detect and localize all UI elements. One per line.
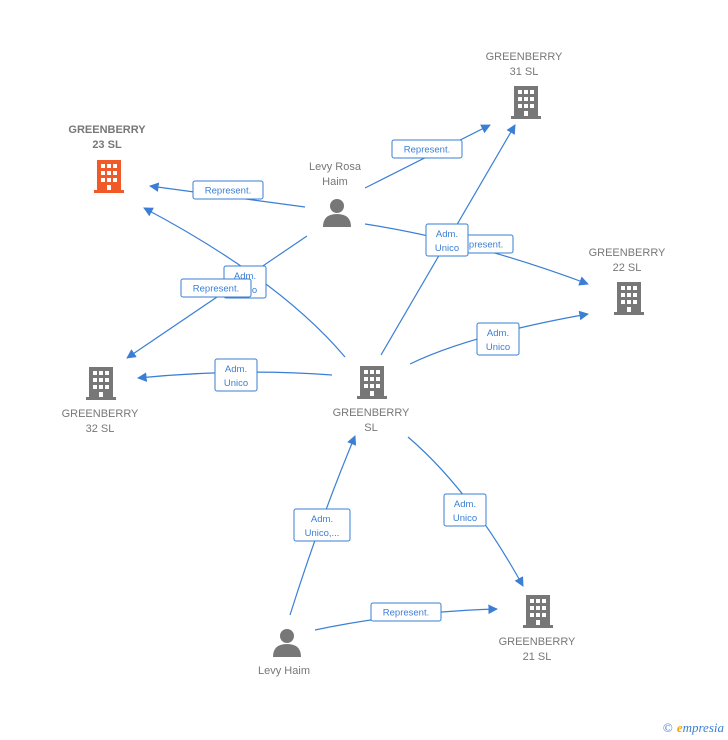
edge-label-text: Adm.	[454, 499, 476, 510]
building-icon	[94, 160, 124, 193]
edge-label-text: Unico	[486, 342, 510, 353]
node-label: GREENBERRY	[499, 636, 576, 648]
copyright-icon: ©	[662, 720, 673, 735]
node-label: SL	[364, 422, 377, 434]
edge-label-rosa-gb23[interactable]: Represent.	[192, 180, 264, 200]
edge-rosa-gb22	[364, 223, 589, 286]
person-icon	[323, 199, 351, 227]
edge-label-text: Represent.	[383, 608, 429, 619]
edge-label-text: Adm.	[311, 514, 333, 525]
node-label: Levy Haim	[258, 665, 310, 677]
node-greenberry-32[interactable]: GREENBERRY 32 SL	[62, 367, 139, 435]
building-icon	[86, 367, 116, 400]
node-label: Haim	[322, 176, 348, 188]
brand-name: mpresia	[682, 720, 724, 735]
edge-label-rosa-gb32[interactable]: Represent.	[180, 278, 252, 298]
brand-initial: e	[676, 720, 683, 735]
node-label: 21 SL	[523, 651, 552, 663]
edge-label-gbsl-gb32[interactable]: Adm. Unico	[214, 358, 258, 392]
edge-label-text: Adm.	[487, 328, 509, 339]
node-label: Levy Rosa	[309, 161, 362, 173]
node-label: GREENBERRY	[486, 51, 563, 63]
edge-label-haim-gbsl[interactable]: Adm. Unico,...	[293, 508, 351, 542]
edge-label-text: Unico	[435, 243, 459, 254]
node-label: GREENBERRY	[62, 408, 139, 420]
edge-label-text: Adm.	[225, 364, 247, 375]
node-label: GREENBERRY	[589, 247, 666, 259]
edge-label-text: Represent.	[404, 145, 450, 156]
node-greenberry-31[interactable]: GREENBERRY 31 SL	[486, 51, 563, 119]
node-greenberry-22[interactable]: GREENBERRY 22 SL	[589, 247, 666, 315]
edge-label-gbsl-gb21[interactable]: Adm. Unico	[443, 493, 487, 527]
edge-label-text: Represent.	[193, 284, 239, 295]
node-greenberry-23[interactable]: GREENBERRY 23 SL	[68, 124, 146, 193]
edge-label-gbsl-gb31[interactable]: Adm. Unico	[425, 223, 469, 257]
edge-label-text: Unico,...	[305, 528, 340, 539]
edge-label-text: Represent.	[205, 186, 251, 197]
edge-label-text: Adm.	[436, 229, 458, 240]
node-levy-rosa-haim[interactable]: Levy Rosa Haim	[309, 161, 362, 227]
empresia-watermark: ©empresia	[663, 720, 724, 736]
node-label: 23 SL	[92, 139, 122, 151]
node-label: 32 SL	[86, 423, 115, 435]
node-label: GREENBERRY	[68, 124, 146, 136]
node-label: 22 SL	[613, 262, 642, 274]
edge-label-text: Adm.	[234, 271, 256, 282]
building-icon	[511, 86, 541, 119]
edge-label-text: Unico	[224, 378, 248, 389]
building-icon	[614, 282, 644, 315]
node-label: GREENBERRY	[333, 407, 410, 419]
edge-label-rosa-gb31[interactable]: Represent.	[391, 139, 463, 159]
edge-labels: Represent. Represent. Represent. Adm. Un…	[180, 139, 520, 622]
node-levy-haim[interactable]: Levy Haim	[258, 629, 310, 677]
edge-label-haim-gb21[interactable]: Represent.	[370, 602, 442, 622]
building-icon	[523, 595, 553, 628]
edges	[126, 124, 589, 631]
edge-label-text: Represent.	[457, 240, 503, 251]
edge-label-text: Unico	[453, 513, 477, 524]
node-greenberry-sl[interactable]: GREENBERRY SL	[333, 366, 410, 434]
node-greenberry-21[interactable]: GREENBERRY 21 SL	[499, 595, 576, 663]
edge-label-gbsl-gb22[interactable]: Adm. Unico	[476, 322, 520, 356]
node-label: 31 SL	[510, 66, 539, 78]
person-icon	[273, 629, 301, 657]
building-icon	[357, 366, 387, 399]
